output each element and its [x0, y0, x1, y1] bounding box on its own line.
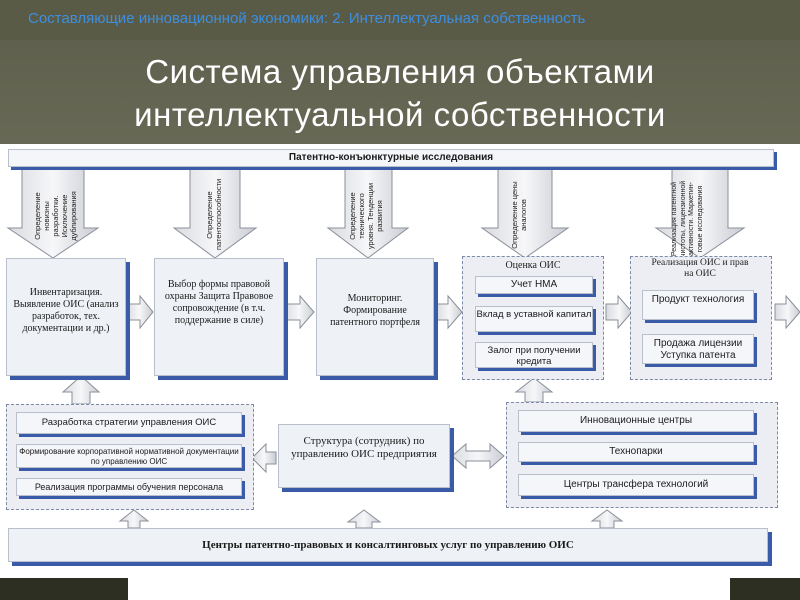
right-arrow-2 — [283, 294, 315, 330]
innovation-item-1: Инновационные центры — [518, 410, 754, 432]
slide-title: Система управления объектами интеллектуа… — [0, 50, 800, 136]
realization-title: Реализация ОИС и прав на ОИС — [651, 258, 749, 279]
strategy-item-2-label: Формирование корпоративной нормативной д… — [19, 447, 239, 466]
left-arrow-center — [251, 442, 277, 474]
up-arrow-2 — [514, 377, 554, 403]
realization-item-1-label: Продукт технология — [651, 294, 745, 305]
innovation-item-3: Центры трансфера технологий — [518, 474, 754, 496]
down-arrow-5 — [654, 164, 746, 259]
protection-form-box: Выбор формы правовой охраны Защита Право… — [154, 258, 284, 376]
footer-white-band — [128, 578, 730, 600]
valuation-title: Оценка ОИС — [505, 260, 561, 271]
patent-research-label: Патентно-конъюнктурные исследования — [288, 152, 494, 163]
patent-research-bar: Патентно-конъюнктурные исследования — [8, 149, 774, 167]
right-arrow-5 — [774, 294, 800, 330]
strategy-item-2: Формирование корпоративной нормативной д… — [16, 444, 242, 468]
inventory-text: Инвентаризация. Выявление ОИС (анализ ра… — [13, 287, 119, 334]
valuation-item-2-label: Вклад в уставной капитал — [476, 309, 592, 320]
inventory-box: Инвентаризация. Выявление ОИС (анализ ра… — [6, 258, 126, 376]
up-arrow-bottom-3 — [590, 509, 624, 529]
bidirectional-arrow-center — [451, 442, 505, 470]
monitoring-text: Мониторинг. Формирование патентного порт… — [330, 293, 420, 328]
slide-subtitle: Составляющие инновационной экономики: 2.… — [28, 10, 586, 27]
valuation-item-1-label: Учет НМА — [510, 279, 558, 290]
realization-item-2-label: Продажа лицензии Уступка патента — [653, 338, 743, 361]
right-arrow-4 — [605, 294, 633, 330]
monitoring-box: Мониторинг. Формирование патентного порт… — [316, 258, 434, 376]
protection-form-text: Выбор формы правовой охраны Защита Право… — [164, 279, 274, 326]
down-arrow-5-label: Реализация патентной чистоты, лицензионн… — [671, 180, 704, 258]
innovation-item-1-label: Инновационные центры — [579, 415, 693, 426]
innovation-item-2-label: Технопарки — [609, 446, 663, 457]
consulting-centers-label: Центры патентно-правовых и консалтинговы… — [202, 539, 574, 551]
down-arrow-3-label: Определение технического уровня. Тенденц… — [348, 182, 384, 250]
header-bar — [0, 0, 800, 40]
up-arrow-bottom-2 — [346, 509, 382, 529]
ois-structure-text: Структура (сотрудник) по управлению ОИС … — [291, 435, 437, 460]
footer-strip — [0, 578, 800, 600]
down-arrow-1 — [6, 164, 100, 259]
up-arrow-bottom-1 — [118, 509, 150, 529]
down-arrow-1-label: Определение новизны разработки. Исключен… — [33, 191, 78, 241]
valuation-item-3: Залог при получении кредита — [475, 342, 593, 368]
innovation-item-2: Технопарки — [518, 442, 754, 462]
up-arrow-1 — [61, 375, 101, 405]
strategy-item-3: Реализация программы обучения персонала — [16, 478, 242, 496]
valuation-item-3-label: Залог при получении кредита — [487, 345, 581, 367]
valuation-item-1: Учет НМА — [475, 276, 593, 294]
down-arrow-4 — [480, 164, 570, 259]
down-arrow-2-label: Определение патентоспособности — [205, 178, 223, 250]
down-arrow-2 — [172, 164, 258, 259]
down-arrow-3 — [326, 164, 410, 259]
ois-structure-box: Структура (сотрудник) по управлению ОИС … — [278, 424, 450, 488]
right-arrow-1 — [125, 294, 154, 330]
strategy-item-3-label: Реализация программы обучения персонала — [34, 482, 224, 492]
strategy-item-1-label: Разработка стратегии управления ОИС — [41, 417, 217, 428]
valuation-item-2: Вклад в уставной капитал — [475, 306, 593, 332]
realization-item-2: Продажа лицензии Уступка патента — [642, 334, 754, 364]
consulting-centers-bar: Центры патентно-правовых и консалтинговы… — [8, 528, 768, 562]
strategy-item-1: Разработка стратегии управления ОИС — [16, 412, 242, 434]
title-line-2: интеллектуальной собственности — [134, 96, 666, 133]
innovation-item-3-label: Центры трансфера технологий — [563, 479, 709, 490]
realization-item-1: Продукт технология — [642, 290, 754, 320]
down-arrow-4-label: Определение цены аналогов — [510, 181, 528, 249]
title-line-1: Система управления объектами — [145, 53, 655, 90]
right-arrow-3 — [435, 294, 463, 330]
